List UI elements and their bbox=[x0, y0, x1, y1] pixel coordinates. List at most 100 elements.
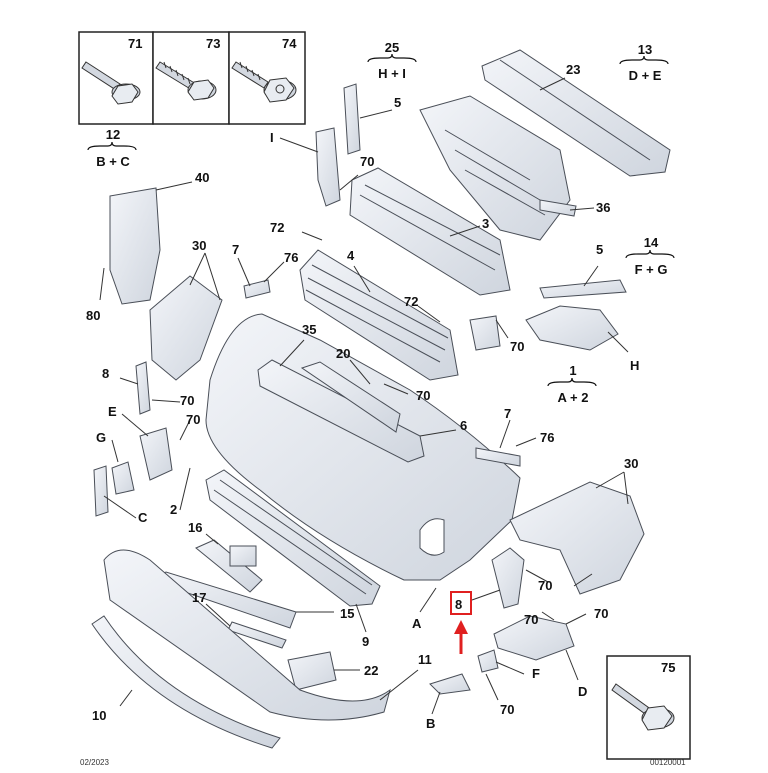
group-labels: 25 H + I 13 D + E 12 B + C 14 F + G 1 A … bbox=[87, 40, 675, 405]
label-70-D-right: 70 bbox=[594, 606, 608, 621]
label-B: B bbox=[426, 716, 435, 731]
part-D-bracket bbox=[493, 615, 575, 661]
group-13-number: 13 bbox=[638, 42, 652, 57]
label-5-right: 5 bbox=[596, 242, 603, 257]
part-8-insert-left bbox=[135, 361, 151, 415]
brace-12 bbox=[87, 141, 137, 151]
bolt-74-icon bbox=[231, 61, 297, 103]
part-16-plate bbox=[195, 539, 263, 593]
label-30-right: 30 bbox=[624, 456, 638, 471]
part-36-bracket bbox=[539, 199, 577, 217]
part-23-crash-beam bbox=[481, 49, 671, 177]
group-25-combo: H + I bbox=[378, 66, 406, 81]
part-7-bracket-left bbox=[243, 279, 271, 299]
fastener-number-75: 75 bbox=[661, 660, 675, 675]
group-12-number: 12 bbox=[106, 127, 120, 142]
part-72-bracket bbox=[469, 315, 501, 351]
label-40: 40 bbox=[195, 170, 209, 185]
label-9: 9 bbox=[362, 634, 369, 649]
highlight-arrow-head-icon bbox=[454, 620, 468, 634]
highlight-callout: 8 bbox=[450, 591, 472, 654]
group-14-combo: F + G bbox=[635, 262, 668, 277]
fastener-box-group: 71 73 74 75 bbox=[78, 31, 691, 760]
label-D: D bbox=[578, 684, 587, 699]
part-30-deflector-left bbox=[149, 275, 223, 381]
label-H: H bbox=[630, 358, 639, 373]
part-35-absorber bbox=[257, 359, 425, 463]
label-11: 11 bbox=[418, 652, 432, 667]
label-70-center: 70 bbox=[416, 388, 430, 403]
part-B-clip bbox=[429, 673, 471, 695]
label-8-left: 8 bbox=[102, 366, 109, 381]
part-C-bracket bbox=[93, 465, 109, 517]
part-17-strip bbox=[227, 621, 287, 649]
bolt-71-icon bbox=[81, 61, 141, 105]
group-25-number: 25 bbox=[385, 40, 399, 55]
part-20-bracket bbox=[300, 361, 401, 433]
label-10: 10 bbox=[92, 708, 106, 723]
bolt-75-icon bbox=[611, 683, 675, 731]
highlight-box bbox=[450, 591, 472, 615]
part-5-strip-upper bbox=[343, 83, 361, 155]
part-I-bracket bbox=[315, 127, 341, 207]
part-16-plate-small bbox=[229, 545, 257, 567]
part-G-bracket bbox=[111, 461, 135, 495]
part-40-duct bbox=[109, 187, 161, 305]
label-70-D-left: 70 bbox=[524, 612, 538, 627]
part-7-bracket-right bbox=[475, 447, 521, 467]
fastener-box-71 bbox=[78, 31, 154, 125]
label-80: 80 bbox=[86, 308, 100, 323]
label-70-E: 70 bbox=[186, 412, 200, 427]
fastener-box-74 bbox=[228, 31, 306, 125]
label-70-upper: 70 bbox=[360, 154, 374, 169]
label-7-left: 7 bbox=[232, 242, 239, 257]
brace-13 bbox=[619, 55, 669, 65]
fastener-number-71: 71 bbox=[128, 36, 142, 51]
label-70-left-mid: 70 bbox=[180, 393, 194, 408]
part-22-bracket bbox=[287, 651, 337, 691]
leader-lines bbox=[99, 77, 629, 715]
group-1-combo: A + 2 bbox=[558, 390, 589, 405]
label-5-upper: 5 bbox=[394, 95, 401, 110]
part-E-bracket bbox=[139, 427, 173, 481]
screw-73-icon bbox=[155, 61, 217, 101]
label-22: 22 bbox=[364, 663, 378, 678]
label-15: 15 bbox=[340, 606, 354, 621]
part-A-fog-opening bbox=[419, 518, 445, 556]
brace-25 bbox=[367, 53, 417, 63]
label-30-left: 30 bbox=[192, 238, 206, 253]
group-13-combo: D + E bbox=[629, 68, 662, 83]
label-4: 4 bbox=[347, 248, 355, 263]
group-1-number: 1 bbox=[569, 363, 576, 378]
label-72-left: 72 bbox=[270, 220, 284, 235]
highlight-label: 8 bbox=[455, 597, 462, 612]
part-labels: 23 5 I 70 40 3 36 72 30 7 76 4 5 80 72 7… bbox=[86, 62, 639, 731]
footer: 02/2023 00120001 bbox=[80, 758, 686, 767]
group-14-number: 14 bbox=[644, 235, 659, 250]
part-30-deflector-right bbox=[509, 481, 645, 595]
part-10-lip bbox=[91, 615, 281, 749]
label-2: 2 bbox=[170, 502, 177, 517]
label-F: F bbox=[532, 666, 540, 681]
label-3: 3 bbox=[482, 216, 489, 231]
label-36: 36 bbox=[596, 200, 610, 215]
label-G: G bbox=[96, 430, 106, 445]
part-9-lower-grille bbox=[205, 469, 381, 607]
label-70-right: 70 bbox=[510, 339, 524, 354]
group-12-combo: B + C bbox=[96, 154, 130, 169]
part-3-carrier-frame bbox=[419, 95, 571, 241]
fastener-number-73: 73 bbox=[206, 36, 220, 51]
part-11-skirt bbox=[103, 549, 391, 721]
label-70-fog: 70 bbox=[538, 578, 552, 593]
part-5-strip-right bbox=[539, 279, 627, 299]
brace-1 bbox=[547, 377, 597, 387]
fastener-number-74: 74 bbox=[282, 36, 297, 51]
part-A-bumper-cover bbox=[205, 313, 521, 581]
label-72-right: 72 bbox=[404, 294, 418, 309]
label-20: 20 bbox=[336, 346, 350, 361]
label-C: C bbox=[138, 510, 148, 525]
label-6: 6 bbox=[460, 418, 467, 433]
label-35: 35 bbox=[302, 322, 316, 337]
